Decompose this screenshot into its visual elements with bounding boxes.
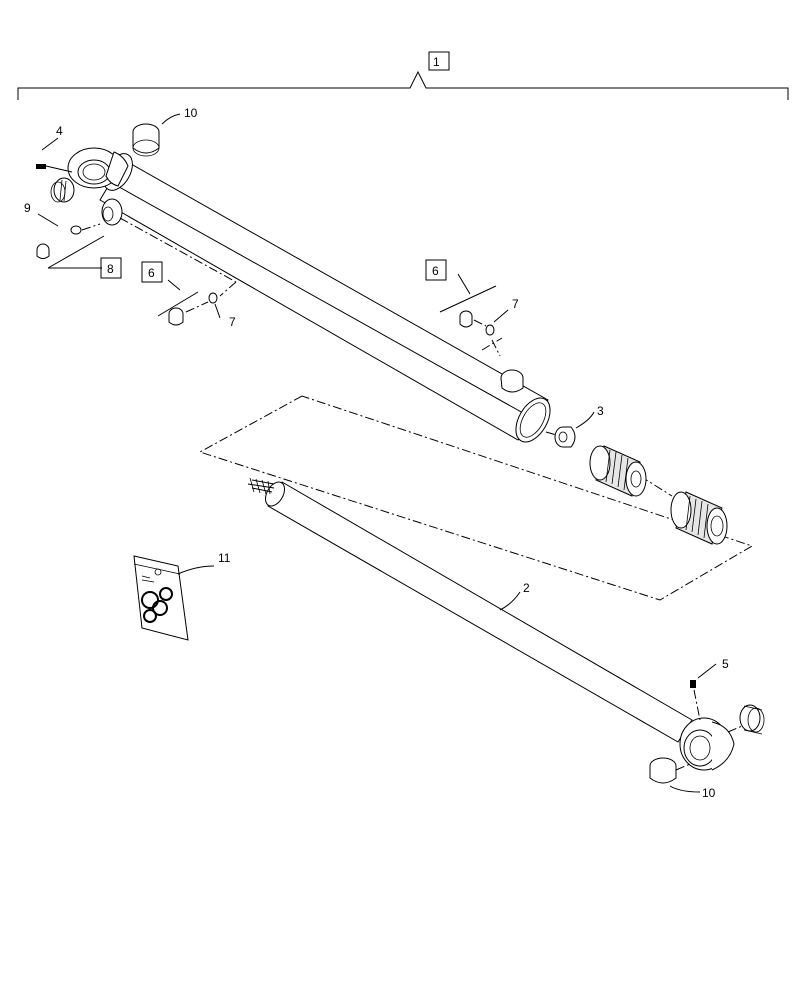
callout-7-left: 7 — [229, 315, 236, 329]
callout-5: 5 — [722, 657, 729, 671]
cylinder-barrel — [99, 153, 551, 443]
callout-3: 3 — [597, 404, 604, 418]
base-port-boss — [101, 198, 123, 226]
callout-6-left: 6 — [148, 266, 155, 280]
callout-1: 1 — [433, 55, 440, 69]
seal-kit-bag — [133, 555, 215, 641]
callout-6-box-right — [425, 259, 447, 281]
callout-9: 9 — [24, 201, 31, 215]
callout-6-right: 6 — [432, 264, 439, 278]
wear-ring-3 — [554, 411, 595, 448]
callout-7-right: 7 — [512, 297, 519, 311]
grease-fitting-5 — [690, 663, 717, 721]
callout-11: 11 — [218, 551, 231, 565]
callout-4: 4 — [56, 124, 63, 138]
bushing-10-bottom — [649, 757, 701, 793]
assembly-bracket — [17, 51, 789, 100]
callout-6-box-left — [141, 261, 163, 283]
callout-8: 8 — [107, 262, 114, 276]
callout-10-bottom: 10 — [702, 786, 716, 800]
rod-eye — [679, 717, 735, 771]
fitting-group-8 — [36, 213, 237, 297]
callout-10-top: 10 — [184, 106, 198, 120]
base-clevis — [67, 147, 129, 189]
bushing-10-top — [132, 113, 181, 157]
fitting-group-6-left — [157, 279, 221, 326]
bushing-rod-right — [727, 704, 765, 735]
fitting-group-6-right — [439, 273, 509, 357]
grease-fitting-4 — [36, 137, 73, 173]
bushing-base — [50, 177, 75, 203]
piston — [589, 445, 647, 497]
gland — [670, 491, 728, 545]
piston-rod-2 — [247, 477, 693, 743]
callout-8-box — [100, 257, 122, 279]
callout-2: 2 — [523, 581, 530, 595]
